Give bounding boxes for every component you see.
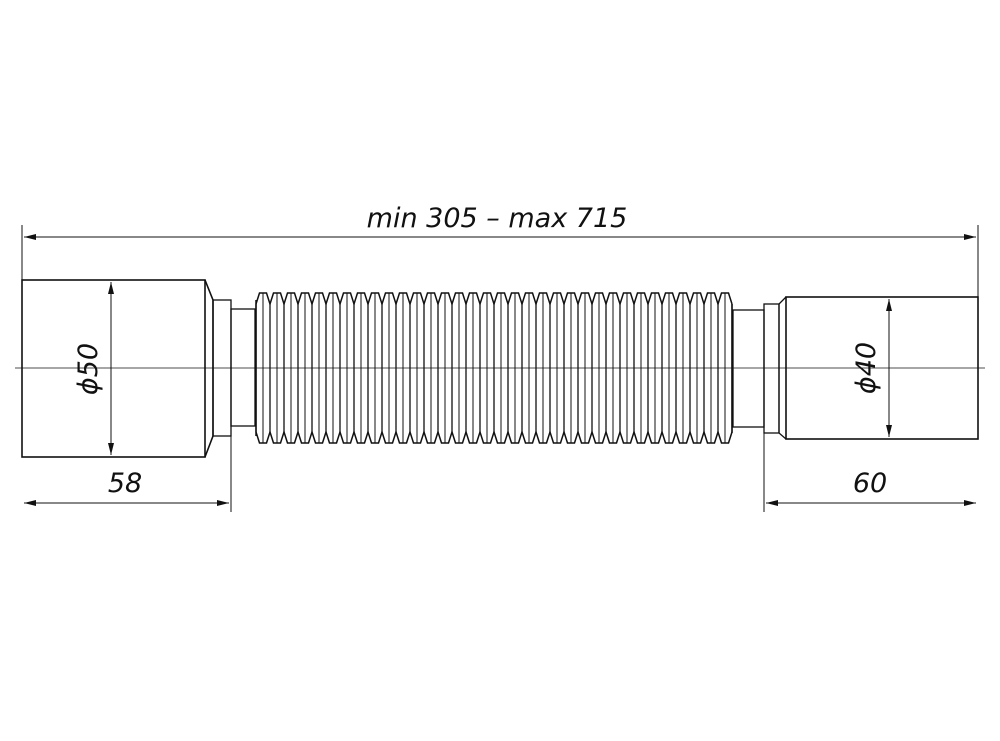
- overall-length-dimension: min 305 – max 715: [21, 203, 979, 298]
- left-diameter-label: ϕ50: [73, 343, 104, 395]
- overall-length-label: min 305 – max 715: [367, 203, 628, 234]
- hose-top-profile: [255, 292, 733, 307]
- right-length-label: 60: [853, 468, 887, 499]
- left-socket: [21, 279, 256, 458]
- left-length-label: 58: [108, 468, 142, 499]
- right-length-dimension: 60: [763, 433, 976, 512]
- right-socket: [732, 296, 979, 440]
- left-diameter-dimension: ϕ50: [73, 282, 114, 455]
- right-diameter-label: ϕ40: [851, 342, 882, 394]
- hose-bottom-profile: [255, 429, 733, 444]
- right-diameter-dimension: ϕ40: [851, 299, 892, 437]
- left-length-dimension: 58: [24, 426, 232, 512]
- corrugated-hose: [255, 292, 733, 444]
